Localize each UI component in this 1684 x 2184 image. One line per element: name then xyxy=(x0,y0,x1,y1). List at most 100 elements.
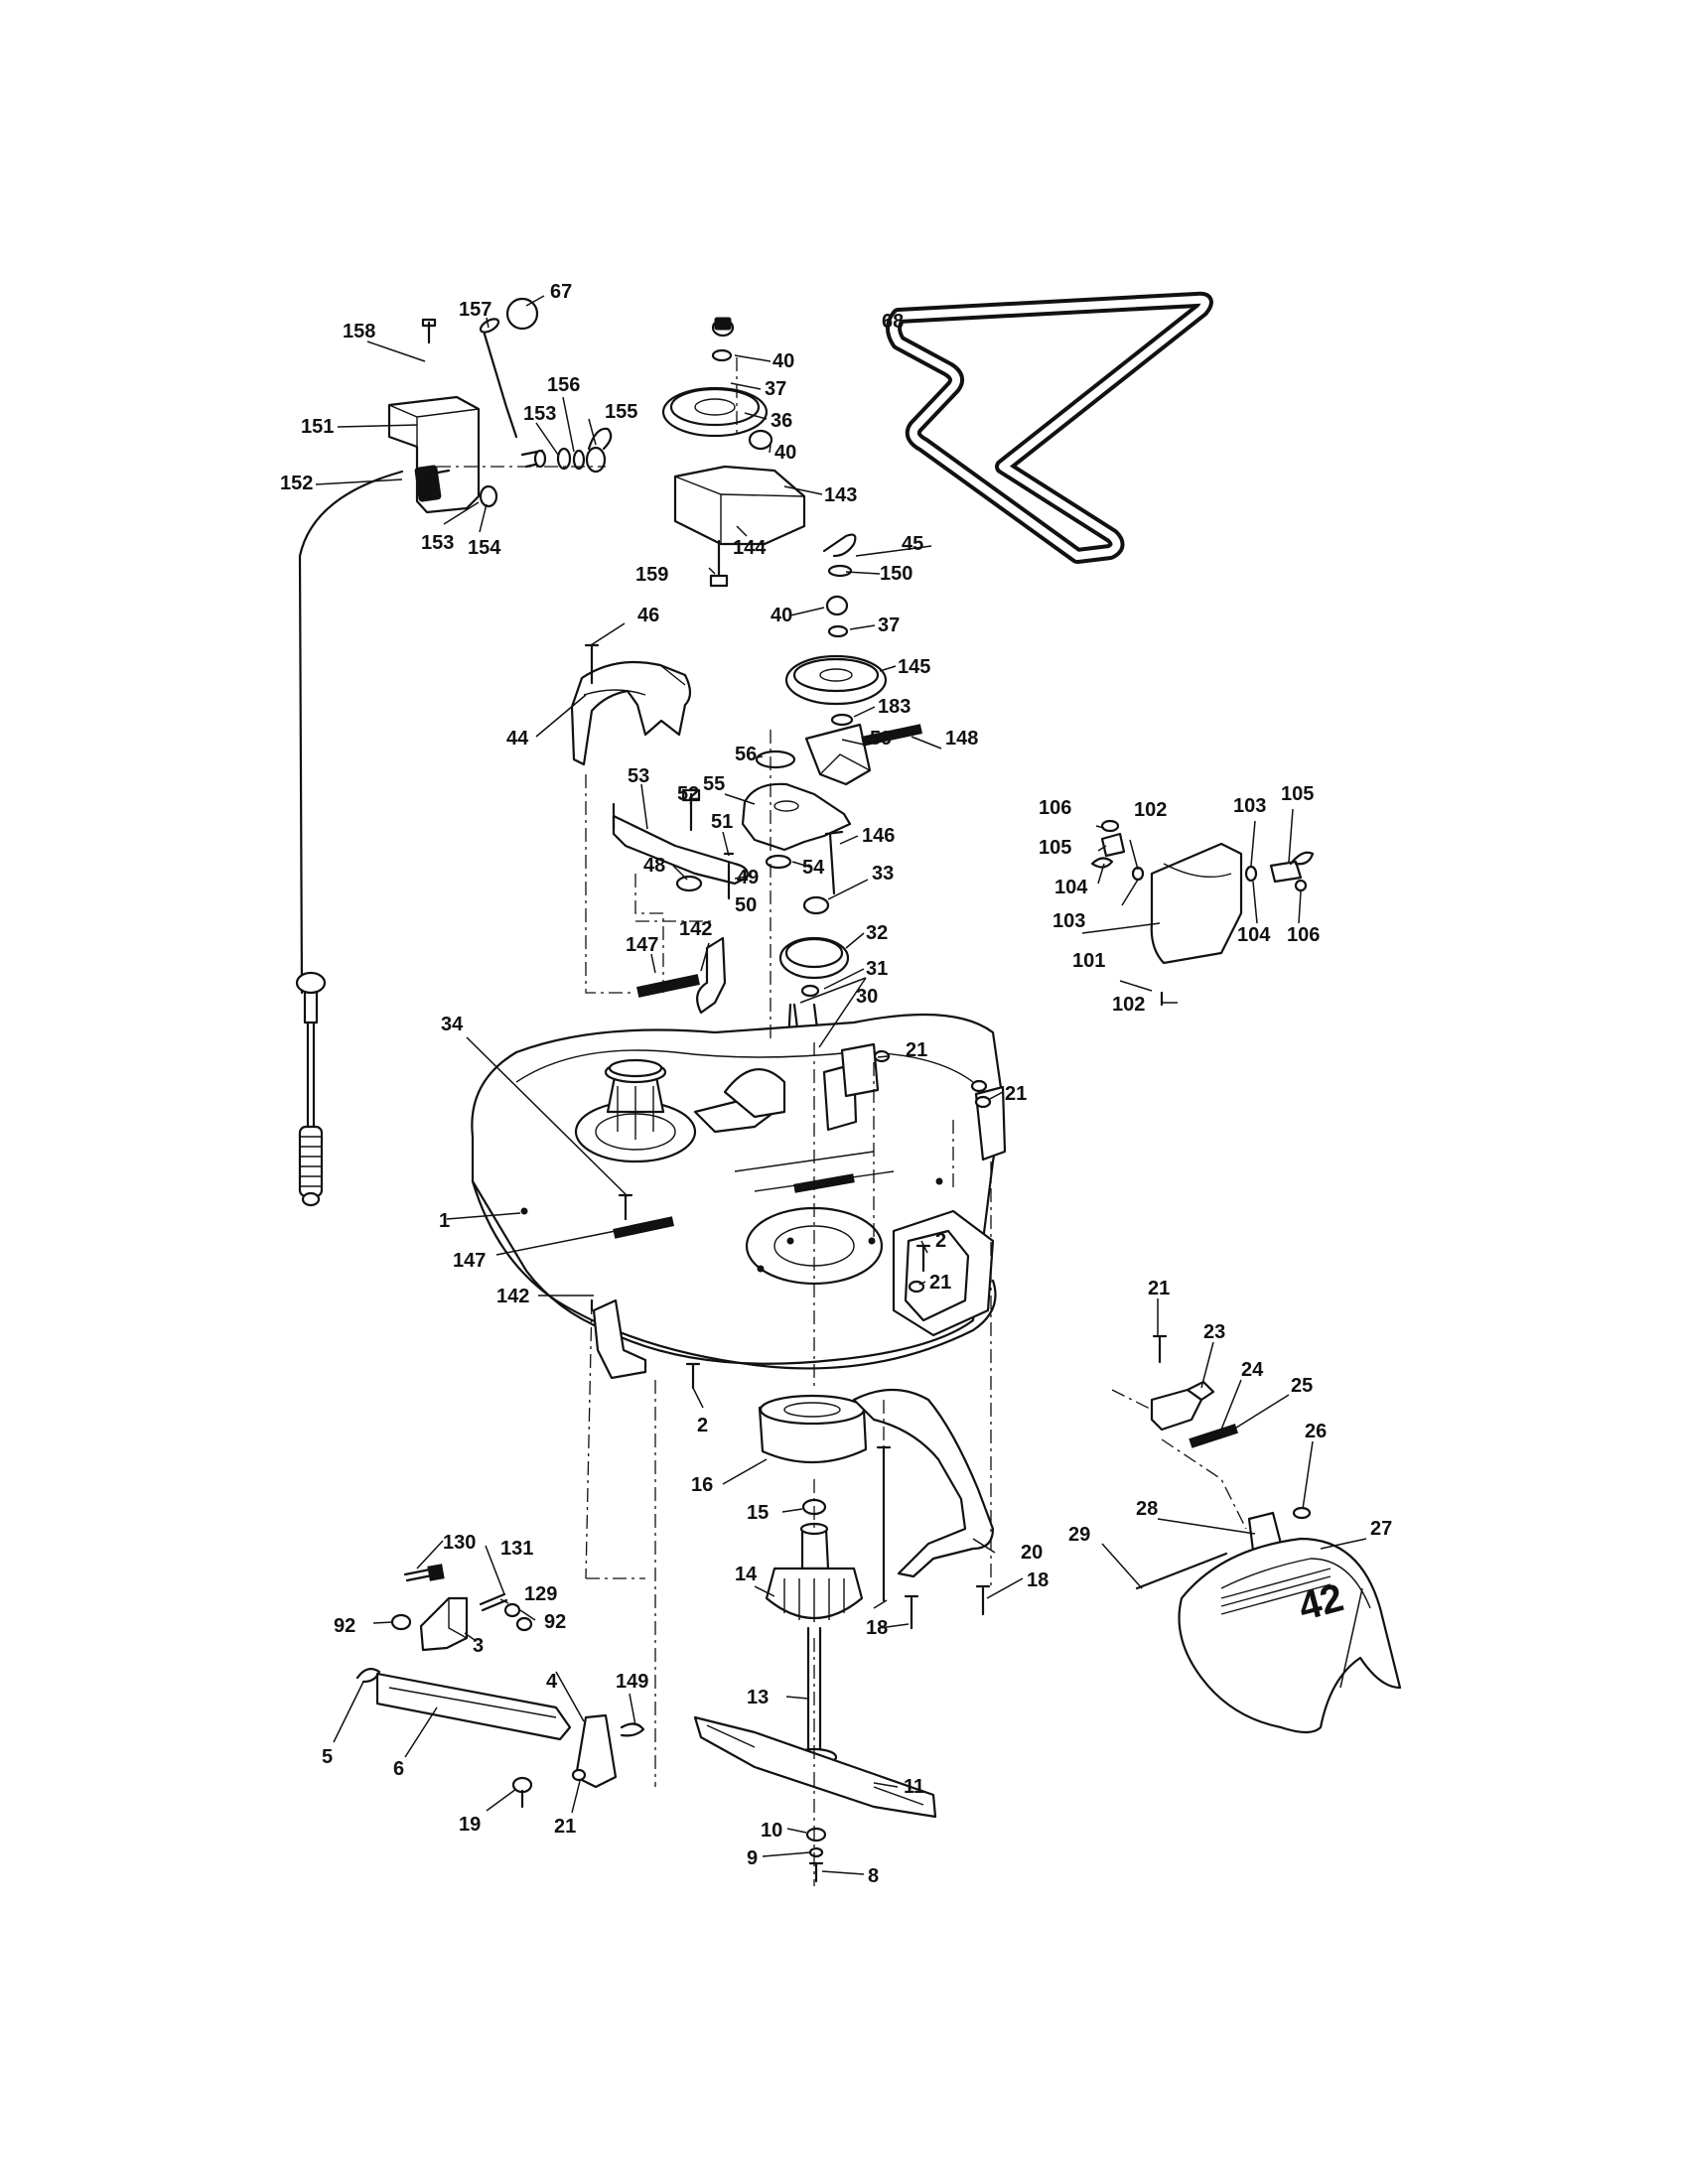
callout-92-left: 92 xyxy=(334,1615,355,1637)
callout-154: 154 xyxy=(468,537,501,559)
callout-102-upper: 102 xyxy=(1134,799,1167,821)
callout-18-right: 18 xyxy=(1027,1570,1049,1591)
callout-21-right: 21 xyxy=(1148,1278,1170,1299)
brake-arm xyxy=(612,788,749,900)
callout-106-right: 106 xyxy=(1287,924,1320,946)
callout-24: 24 xyxy=(1241,1359,1264,1381)
callout-153-upper: 153 xyxy=(523,403,556,425)
callout-21-lower: 21 xyxy=(554,1816,576,1838)
callout-147-upper: 147 xyxy=(626,934,658,956)
callout-104-right: 104 xyxy=(1237,924,1271,946)
callout-146: 146 xyxy=(862,825,895,847)
callout-183: 183 xyxy=(878,696,911,718)
callout-152: 152 xyxy=(280,473,313,494)
callout-54: 54 xyxy=(802,857,825,879)
callout-153-lower: 153 xyxy=(421,532,454,554)
discharge-chute-assembly: 42 xyxy=(1135,1334,1402,1734)
callout-14: 14 xyxy=(735,1564,758,1585)
callout-21-c: 21 xyxy=(929,1272,951,1294)
callout-131: 131 xyxy=(500,1538,533,1560)
callout-129: 129 xyxy=(524,1583,557,1605)
callout-25: 25 xyxy=(1291,1375,1313,1397)
alignment-lines xyxy=(585,357,1247,1886)
callout-48: 48 xyxy=(643,855,665,877)
callout-40-low: 40 xyxy=(771,605,792,626)
callout-105-left: 105 xyxy=(1039,837,1071,859)
callout-103-upper: 103 xyxy=(1233,795,1266,817)
spindle-assembly xyxy=(758,1394,868,1767)
callout-19: 19 xyxy=(459,1814,481,1836)
callout-104-left: 104 xyxy=(1054,877,1088,898)
callout-4: 4 xyxy=(546,1671,558,1693)
idler-arm xyxy=(741,750,852,895)
callout-37-low: 37 xyxy=(878,614,900,636)
callout-21-b: 21 xyxy=(1005,1083,1027,1105)
callout-148: 148 xyxy=(945,728,978,750)
callout-142-lower: 142 xyxy=(496,1286,529,1307)
callout-159: 159 xyxy=(635,564,668,586)
callout-26: 26 xyxy=(1305,1421,1327,1442)
belt-part xyxy=(886,291,1213,564)
callout-34: 34 xyxy=(441,1014,464,1035)
callout-46: 46 xyxy=(637,605,659,626)
callout-51: 51 xyxy=(711,811,733,833)
callout-20: 20 xyxy=(1021,1542,1043,1564)
callout-37-top: 37 xyxy=(765,378,786,400)
callout-2-lower: 2 xyxy=(697,1415,708,1436)
callout-155: 155 xyxy=(605,401,637,423)
callout-130: 130 xyxy=(443,1532,476,1554)
callout-68: 68 xyxy=(882,311,904,333)
callout-59: 59 xyxy=(870,728,892,750)
callout-18-left: 18 xyxy=(866,1617,888,1639)
callout-33: 33 xyxy=(872,863,894,885)
callout-92-right: 92 xyxy=(544,1611,566,1633)
callout-11: 11 xyxy=(904,1776,924,1798)
callout-52: 52 xyxy=(677,783,699,805)
callout-158: 158 xyxy=(343,321,375,342)
belt-guard xyxy=(570,643,692,766)
deflector-assembly xyxy=(1090,819,1315,1007)
callout-5: 5 xyxy=(322,1746,333,1768)
callout-27: 27 xyxy=(1370,1518,1392,1540)
lift-cable xyxy=(295,470,404,1207)
callout-156: 156 xyxy=(547,374,580,396)
leader-lines xyxy=(315,295,1367,1875)
callout-6: 6 xyxy=(393,1758,404,1780)
callout-105-right: 105 xyxy=(1281,783,1314,805)
deck-springs-upper xyxy=(636,936,727,1015)
callout-15: 15 xyxy=(747,1502,769,1524)
callout-101: 101 xyxy=(1072,950,1105,972)
rear-arm xyxy=(852,1388,995,1630)
callout-1: 1 xyxy=(439,1210,450,1232)
callout-151: 151 xyxy=(301,416,334,438)
callout-49: 49 xyxy=(737,867,759,888)
lift-handle-assembly xyxy=(387,297,613,514)
callout-36: 36 xyxy=(771,410,792,432)
callout-55: 55 xyxy=(703,773,725,795)
callout-67: 67 xyxy=(550,281,572,303)
callout-142-upper: 142 xyxy=(679,918,712,940)
callout-103-lower: 103 xyxy=(1052,910,1085,932)
callout-2-right: 2 xyxy=(935,1230,946,1252)
mower-deck xyxy=(471,1013,1007,1370)
callout-32: 32 xyxy=(866,922,888,944)
callout-150: 150 xyxy=(880,563,912,585)
callout-40-top: 40 xyxy=(772,350,794,372)
callout-16: 16 xyxy=(691,1474,713,1496)
callout-3: 3 xyxy=(473,1635,484,1657)
callout-31: 31 xyxy=(866,958,888,980)
callout-23: 23 xyxy=(1203,1321,1225,1343)
callout-9: 9 xyxy=(747,1847,758,1869)
callout-44: 44 xyxy=(506,728,529,750)
callout-21-a: 21 xyxy=(906,1039,927,1061)
callout-147-lower: 147 xyxy=(453,1250,486,1272)
callout-13: 13 xyxy=(747,1687,769,1708)
callout-149: 149 xyxy=(616,1671,648,1693)
callout-28: 28 xyxy=(1136,1498,1158,1520)
callout-145: 145 xyxy=(898,656,930,678)
callout-102-lower: 102 xyxy=(1112,994,1145,1016)
callout-labels: 67 157 158 151 152 156 153 155 153 154 4… xyxy=(280,281,1392,1887)
callout-10: 10 xyxy=(761,1820,782,1842)
callout-45: 45 xyxy=(902,533,923,555)
